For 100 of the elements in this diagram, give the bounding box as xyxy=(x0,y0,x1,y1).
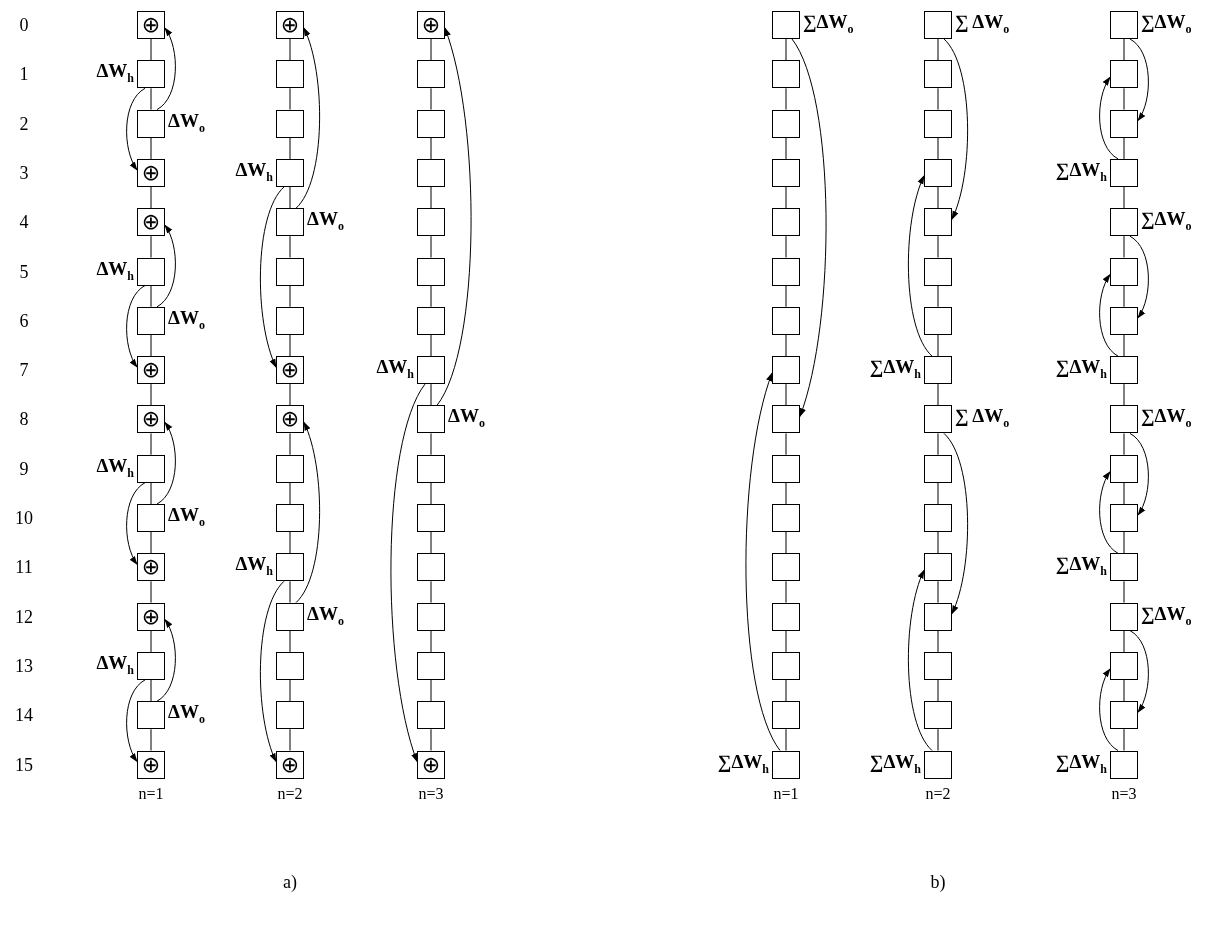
connector-line xyxy=(785,186,787,209)
connector-line xyxy=(289,432,291,456)
process-box xyxy=(276,701,304,730)
connector-line xyxy=(937,432,939,456)
connector-line xyxy=(785,482,787,505)
process-box xyxy=(772,651,800,680)
connector-line xyxy=(785,87,787,111)
connector-line xyxy=(430,235,432,258)
weight-update-label: ∑ΔW$_{o}$ xyxy=(1141,404,1192,433)
connector-line xyxy=(289,38,291,61)
process-box xyxy=(417,651,445,680)
arrow xyxy=(156,421,176,505)
arrow xyxy=(1099,668,1119,751)
arrow xyxy=(745,372,781,751)
weight-update-label: ΔW$_{h}$ xyxy=(235,157,273,186)
arrow xyxy=(1129,38,1149,122)
weight-update-label: ΔW$_{o}$ xyxy=(448,404,485,433)
operator-symbol: ⊕ xyxy=(280,359,300,382)
operator-symbol: ⊕ xyxy=(141,408,161,431)
process-box xyxy=(772,356,800,385)
process-box xyxy=(276,109,304,138)
connector-line xyxy=(937,38,939,61)
process-box xyxy=(924,109,952,138)
connector-line xyxy=(785,728,787,751)
connector-line xyxy=(289,728,291,751)
connector-line xyxy=(937,679,939,702)
arrow xyxy=(943,432,968,615)
process-box xyxy=(1110,60,1138,89)
row-number: 0 xyxy=(19,15,29,35)
connector-line xyxy=(150,580,152,604)
process-box xyxy=(1110,109,1138,138)
process-box xyxy=(772,158,800,187)
column-label: n=2 xyxy=(277,784,303,804)
connector-line xyxy=(785,235,787,258)
connector-line xyxy=(1123,432,1125,456)
process-box xyxy=(924,701,952,730)
connector-line xyxy=(1123,728,1125,751)
arrow xyxy=(1129,432,1149,516)
process-box xyxy=(417,701,445,730)
process-box xyxy=(417,454,445,483)
process-box xyxy=(417,109,445,138)
connector-line xyxy=(150,87,152,111)
connector-line xyxy=(937,137,939,160)
arrow xyxy=(295,421,320,604)
connector-line xyxy=(150,679,152,702)
row-number: 10 xyxy=(15,508,33,528)
process-box xyxy=(772,701,800,730)
connector-line xyxy=(289,580,291,604)
arrow xyxy=(126,482,146,566)
weight-update-label: ΔW$_{h}$ xyxy=(235,552,273,581)
connector-line xyxy=(289,334,291,357)
connector-line xyxy=(150,137,152,160)
weight-update-label: ΔW$_{o}$ xyxy=(307,601,344,630)
connector-line xyxy=(785,137,787,160)
connector-line xyxy=(289,235,291,258)
connector-line xyxy=(150,38,152,61)
process-box xyxy=(772,306,800,335)
connector-line xyxy=(1123,285,1125,308)
process-box xyxy=(417,602,445,631)
arrow xyxy=(156,27,176,111)
operator-symbol: ⊕ xyxy=(141,211,161,234)
connector-line xyxy=(289,383,291,406)
row-number: 9 xyxy=(19,458,29,479)
operator-symbol: ⊕ xyxy=(421,14,441,36)
arrow xyxy=(126,679,146,763)
arrow xyxy=(1099,470,1119,554)
process-box xyxy=(417,158,445,187)
connector-line xyxy=(937,87,939,111)
connector-line xyxy=(430,580,432,604)
arrow xyxy=(295,27,320,209)
process-box xyxy=(276,504,304,532)
column-label: n=3 xyxy=(418,784,444,804)
process-box xyxy=(924,602,952,631)
connector-line xyxy=(150,432,152,456)
weight-update-label: ΔW$_{o}$ xyxy=(168,305,205,334)
connector-line xyxy=(150,186,152,209)
connector-line xyxy=(150,630,152,653)
connector-line xyxy=(289,531,291,554)
arrow xyxy=(1129,235,1149,319)
connector-line xyxy=(1123,383,1125,406)
arrow xyxy=(126,285,146,368)
connector-line xyxy=(289,482,291,505)
panel-label: a) xyxy=(283,872,297,892)
arrow xyxy=(260,580,285,763)
weight-update-label: ΔW$_{h}$ xyxy=(96,59,134,88)
process-box xyxy=(276,60,304,89)
connector-line xyxy=(430,285,432,308)
process-box xyxy=(417,208,445,237)
process-box xyxy=(924,306,952,335)
arrow xyxy=(908,569,933,751)
connector-line xyxy=(430,531,432,554)
process-box xyxy=(1110,651,1138,680)
weight-update-label: ΔW$_{o}$ xyxy=(168,700,205,728)
connector-line xyxy=(150,482,152,505)
weight-update-label: ΔW$_{h}$ xyxy=(96,650,134,679)
connector-line xyxy=(937,580,939,604)
weight-update-label: ΔW$_{h}$ xyxy=(96,256,134,285)
arrow xyxy=(156,224,176,308)
process-box xyxy=(417,504,445,532)
process-box xyxy=(772,405,800,434)
